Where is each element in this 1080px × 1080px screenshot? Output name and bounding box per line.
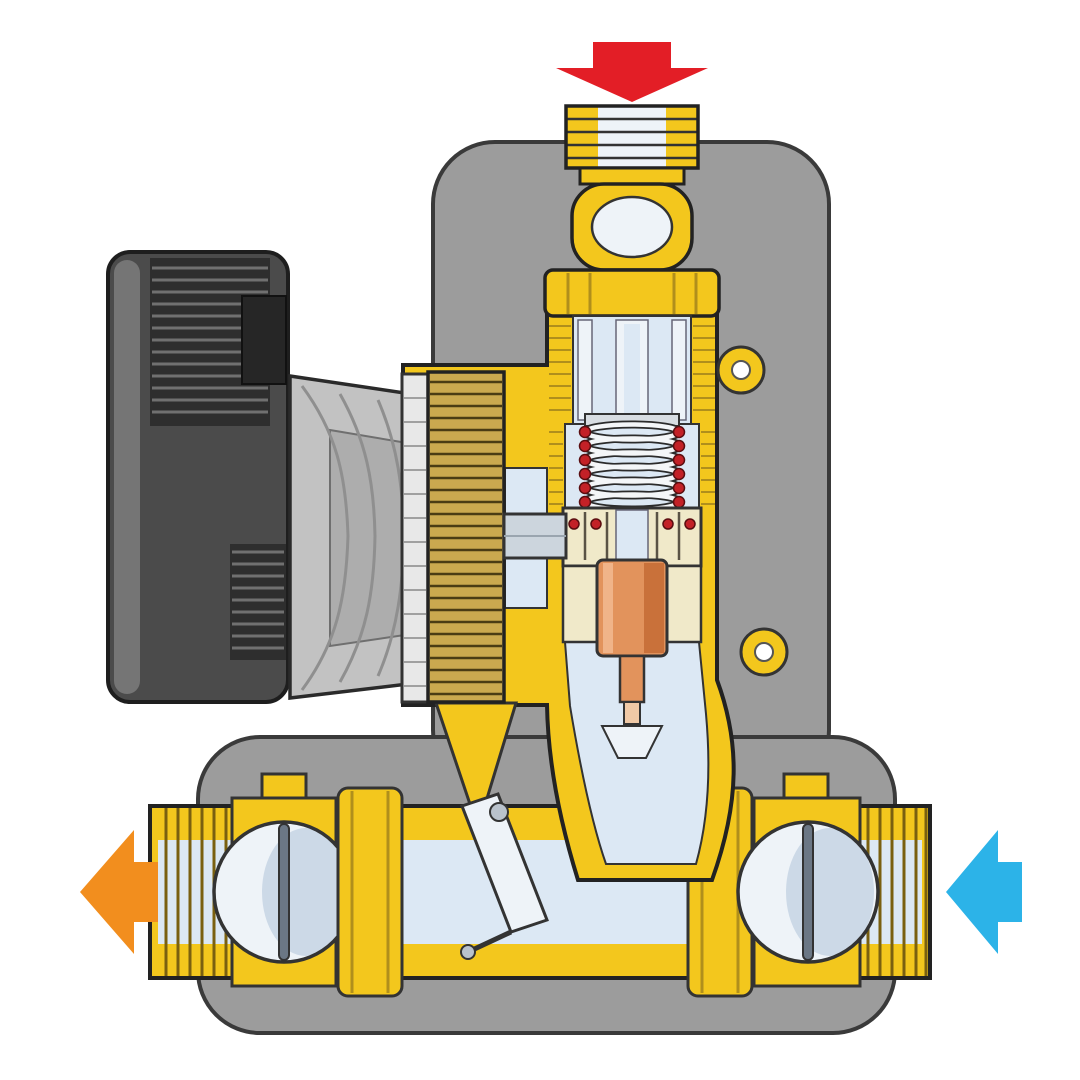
- top-connection: [543, 104, 721, 318]
- stator-laminations: [430, 380, 502, 696]
- pump-flange: [400, 372, 430, 704]
- valve-seat: [600, 725, 664, 759]
- cartridge-seal-sections: [568, 518, 696, 530]
- guide-bar-right: [671, 319, 687, 421]
- cartridge-bore: [615, 509, 649, 565]
- cartridge-slots: [583, 512, 681, 560]
- left-male-thread: [164, 808, 228, 976]
- cone-contour-1: [300, 385, 350, 691]
- spring-wire-sections: [578, 425, 686, 509]
- piston-stem: [618, 654, 646, 704]
- top-collar: [578, 166, 686, 186]
- guide-bar-left: [577, 319, 593, 421]
- right-ball-outline: [736, 820, 880, 964]
- left-outlet-arrow: [80, 830, 158, 954]
- flap-pivot: [489, 802, 509, 822]
- piston-guide-left: [561, 564, 599, 644]
- top-male-thread: [566, 117, 698, 160]
- left-valve-stem: [260, 772, 308, 802]
- right-inlet-arrow: [946, 830, 1022, 954]
- motor-terminal-box: [241, 295, 287, 385]
- flap-lever-pin: [460, 944, 476, 960]
- right-valve-stem: [782, 772, 830, 802]
- union-ball-bore: [590, 195, 674, 259]
- right-ball-slot: [802, 823, 814, 961]
- flap-plate: [460, 792, 549, 934]
- left-union-nut-facets: [350, 791, 390, 993]
- bottom-pipe: [148, 772, 932, 998]
- female-thread-marks: [549, 325, 715, 505]
- motor-fin-lines-side: [232, 550, 284, 650]
- pump-flange-ticks: [404, 397, 426, 687]
- left-ball-slot: [278, 823, 290, 961]
- motor-fin-lines-top: [152, 266, 268, 414]
- top-inlet-arrow: [556, 42, 708, 102]
- mounting-ear-bottom-hole: [754, 642, 774, 662]
- motor-fins-side: [230, 544, 286, 660]
- left-ball-valve: [212, 772, 356, 988]
- left-union-nut: [336, 786, 404, 998]
- motor-face-highlight: [114, 260, 140, 694]
- piston-tip: [623, 701, 641, 725]
- valve-internals: [549, 315, 715, 865]
- check-valve-flap: [460, 792, 549, 960]
- circulator-pump: [106, 250, 568, 704]
- guide-tube-bore: [624, 324, 640, 416]
- top-union-nut: [543, 268, 721, 318]
- right-ball-valve: [736, 772, 880, 988]
- thermostatic-spring: [581, 420, 683, 514]
- mounting-ear-top-hole: [731, 360, 751, 380]
- cone-contour-2: [338, 393, 377, 683]
- piston-guide-right: [665, 564, 703, 644]
- top-union-nut-facets: [566, 273, 698, 314]
- shuttle-piston: [595, 558, 669, 759]
